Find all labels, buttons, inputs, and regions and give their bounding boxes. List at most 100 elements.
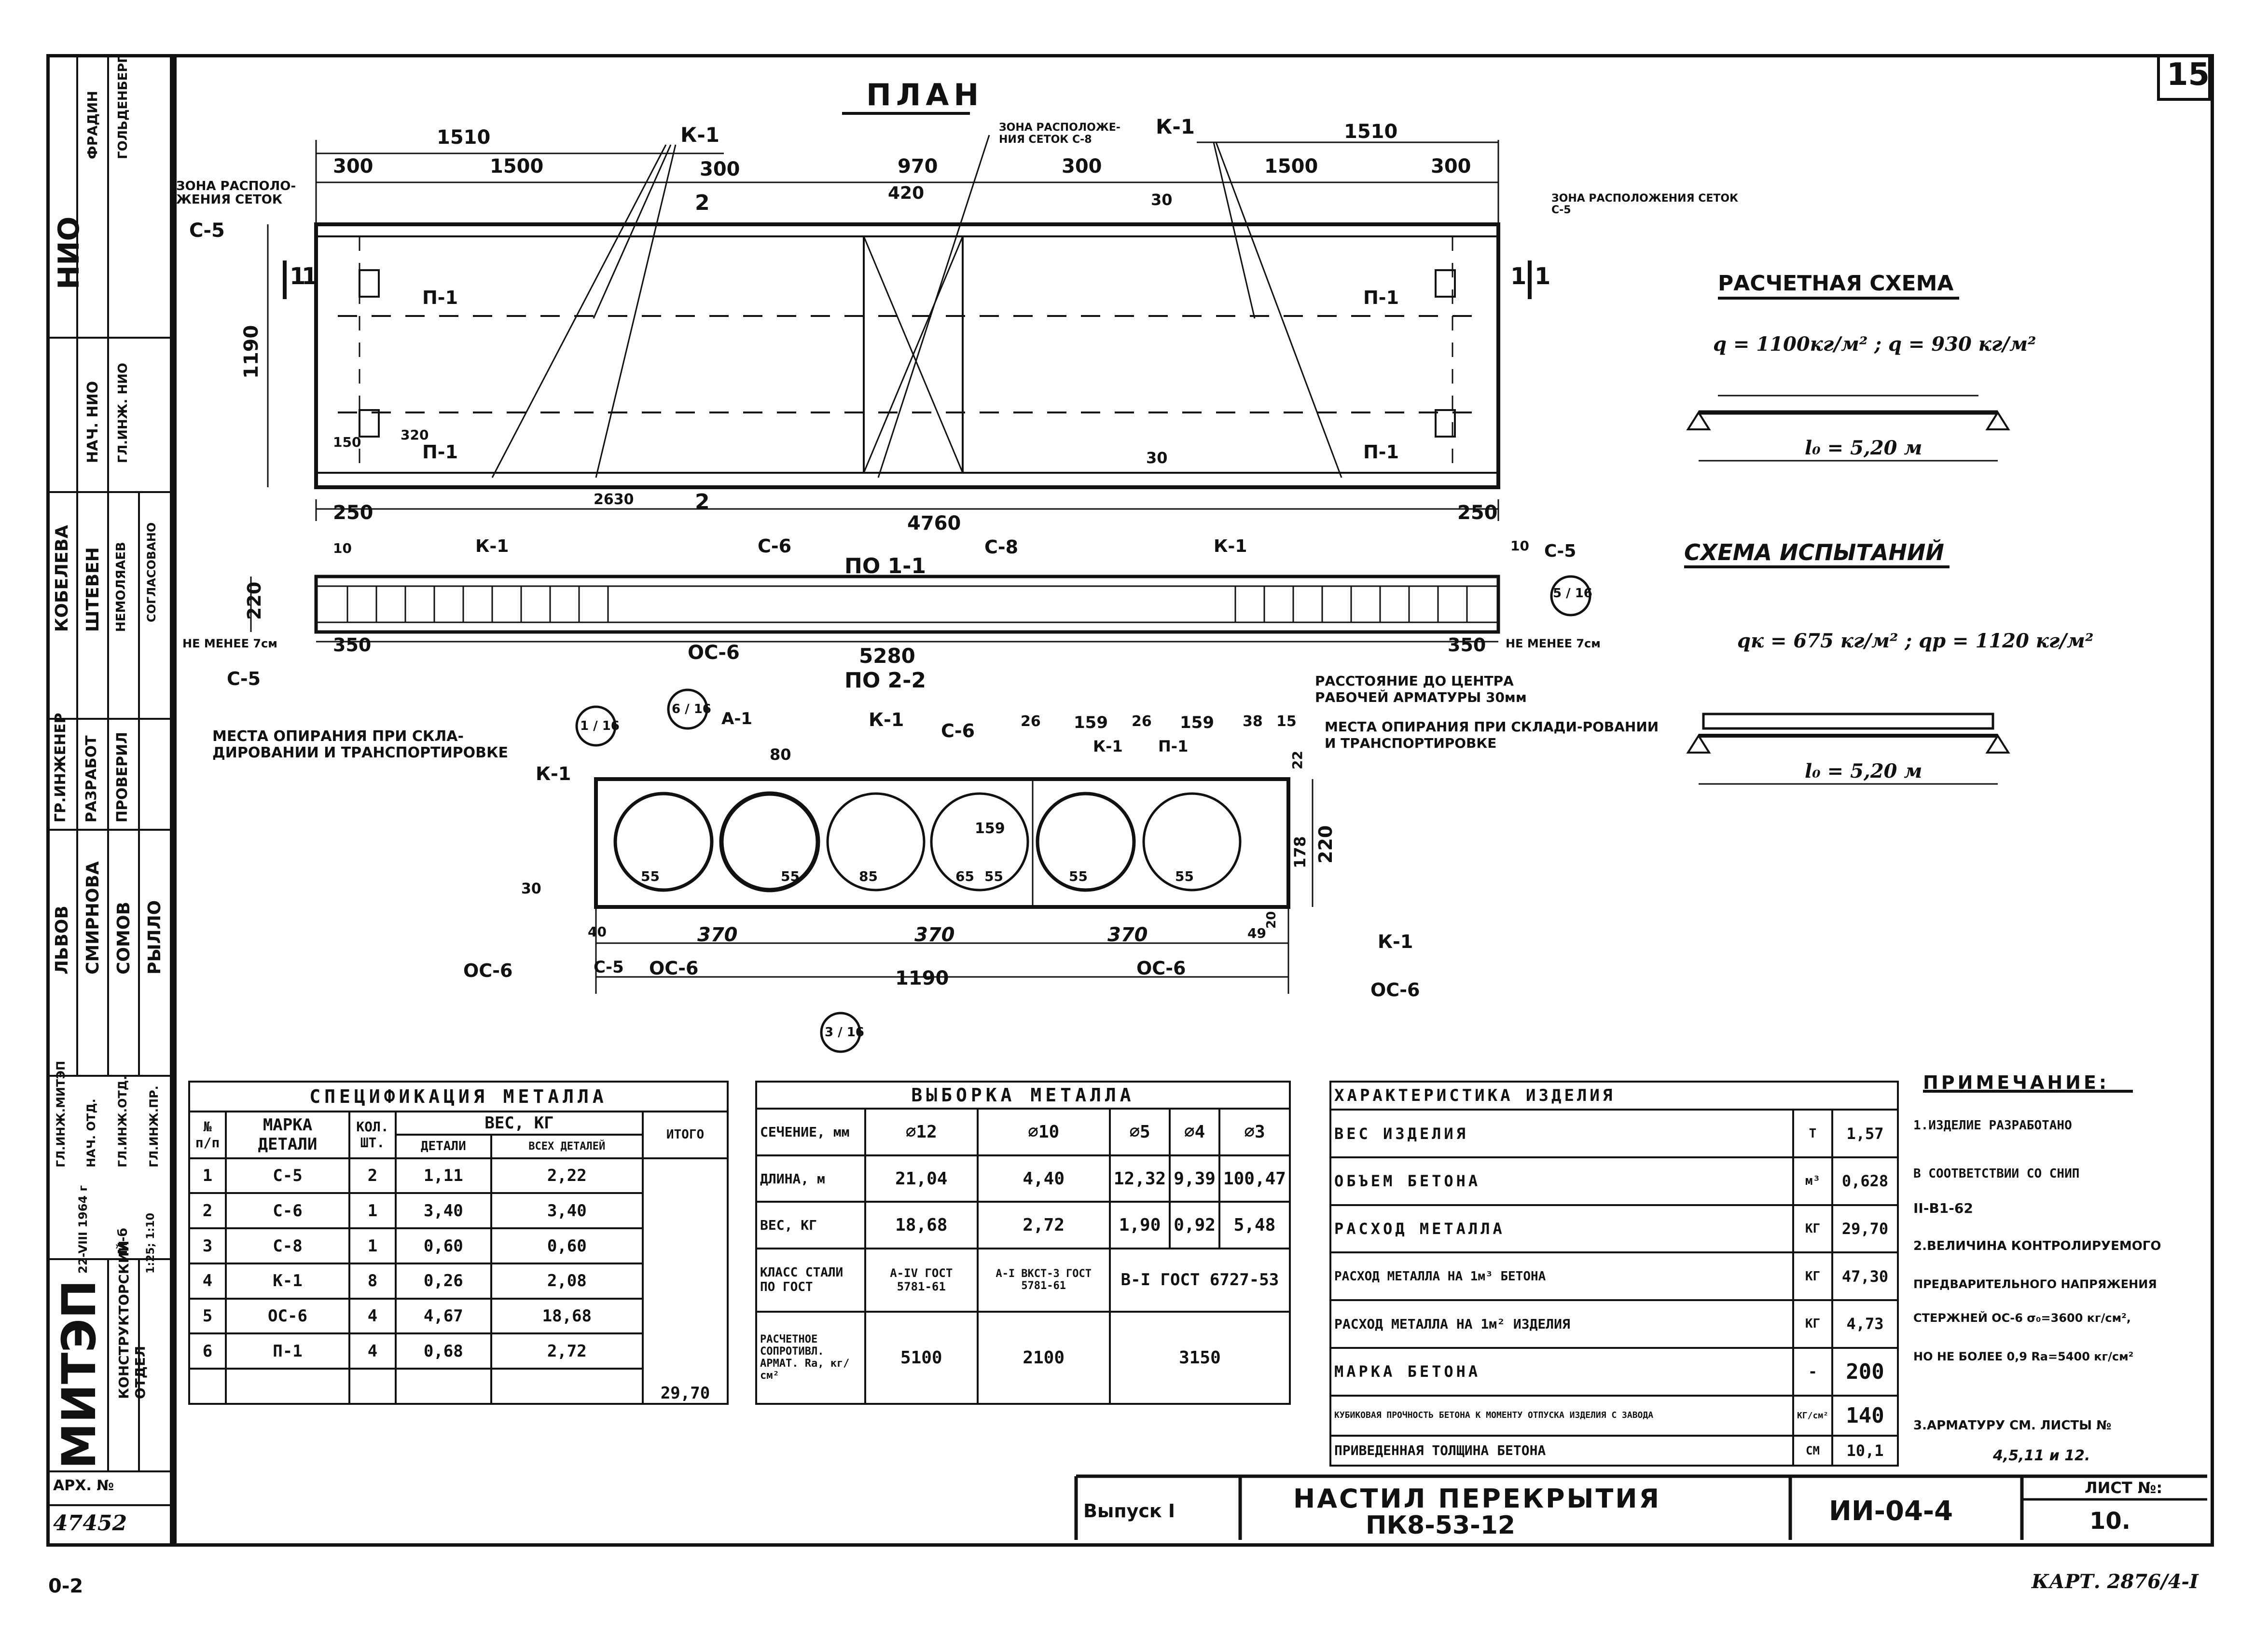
notes-line: 4,5,11 и 12. [1993, 1447, 2090, 1464]
s22-dim: 370 [914, 924, 955, 946]
cell: ⌀5 [1108, 1108, 1171, 1156]
plan-dim: 1510 [1344, 121, 1398, 143]
cell: 29,70 [1831, 1204, 1899, 1254]
cell: ОС-6 [225, 1297, 350, 1335]
cell: ПРИВЕДЕННАЯ ТОЛЩИНА БЕТОНА [1329, 1434, 1794, 1467]
s22-dim: 38 [1243, 713, 1263, 730]
s11-dim: 5280 [859, 644, 915, 668]
cell: - [1792, 1346, 1834, 1397]
s11-min-left: НЕ МЕНЕЕ 7см [182, 637, 277, 650]
plan-label-p1: П-1 [1363, 441, 1399, 463]
notes-line: 3.АРМАТУРУ СМ. ЛИСТЫ № [1913, 1418, 2112, 1433]
cell: МАРКА БЕТОНА [1329, 1346, 1794, 1397]
table-row: МАРКА БЕТОНА-200 [1329, 1346, 1899, 1397]
cell: 18,68 [864, 1201, 979, 1250]
sample-row-resist: РАСЧЕТНОЕ СОПРОТИВЛ. АРМАТ. Rа, кг/см² [755, 1310, 866, 1405]
s22-callout: 3 / 16 [825, 1025, 864, 1040]
s11-label: С-5 [1544, 541, 1577, 561]
cell: В-I ГОСТ 6727-53 [1108, 1248, 1291, 1313]
cell: 3,40 [490, 1192, 644, 1230]
s22-dim: 85 [859, 868, 878, 884]
cell: 0,60 [490, 1227, 644, 1264]
cell: КГ [1792, 1204, 1834, 1254]
table-row [188, 1368, 728, 1405]
cell [490, 1368, 644, 1405]
s11-dim: 350 [333, 634, 372, 656]
notes-line: СТЕРЖНЕЙ ОС-6 σ₀=3600 кг/см², [1913, 1311, 2131, 1325]
s22-label: С-6 [941, 720, 975, 741]
cell: 21,04 [864, 1154, 979, 1203]
cell: КГ [1792, 1299, 1834, 1349]
cell: 10,1 [1831, 1434, 1899, 1467]
s22-dim: 26 [1132, 713, 1152, 730]
cell: 2,22 [490, 1157, 644, 1194]
s22-dim: 49 [1247, 925, 1266, 941]
cell: 5,48 [1218, 1201, 1291, 1250]
plan-section-mark: 1 [1510, 263, 1527, 290]
sample-table-title: ВЫБОРКА МЕТАЛЛА [755, 1080, 1291, 1110]
sample-row-weight: ВЕС, КГ [755, 1201, 866, 1250]
spec-table-title: СПЕЦИФИКАЦИЯ МЕТАЛЛА [188, 1081, 729, 1112]
cell: ⌀12 [864, 1108, 979, 1156]
spec-head-mark: МАРКА ДЕТАЛИ [225, 1110, 350, 1159]
sheet-number-box [2157, 54, 2211, 101]
cell [225, 1368, 350, 1405]
notes-line: II-В1-62 [1913, 1200, 1973, 1216]
notes-line: ПРЕДВАРИТЕЛЬНОГО НАПРЯЖЕНИЯ [1913, 1277, 2157, 1291]
s22-dim: 55 [781, 868, 800, 884]
s22-dim: 55 [641, 868, 660, 884]
spec-head-all: ВСЕХ ДЕТАЛЕЙ [490, 1134, 644, 1159]
cell: 4 [348, 1332, 397, 1370]
cell: 2,72 [490, 1332, 644, 1370]
cell: 3 [188, 1227, 227, 1264]
s11-label: С-6 [758, 535, 792, 557]
plan-section-mark: 2 [695, 490, 710, 514]
cell: 200 [1831, 1346, 1899, 1397]
table-row: КУБИКОВАЯ ПРОЧНОСТЬ БЕТОНА К МОМЕНТУ ОТП… [1329, 1394, 1899, 1437]
cell: А-I ВКСТ-3 ГОСТ 5781-61 [976, 1248, 1111, 1313]
spec-total: 29,70 [660, 1384, 710, 1403]
plan-dim: 150 [333, 434, 361, 450]
cell: КГ/см² [1792, 1394, 1834, 1437]
cell [188, 1368, 227, 1405]
spec-head-weight: ВЕС, КГ [395, 1110, 644, 1136]
cell: 5100 [864, 1310, 979, 1405]
s11-dim: 10 [1510, 538, 1529, 554]
cell: Т [1792, 1109, 1834, 1158]
s22-dim: 15 [1276, 713, 1297, 730]
cell: 4,73 [1831, 1299, 1899, 1349]
cell: 1,57 [1831, 1109, 1899, 1158]
s11-label: К-1 [475, 536, 509, 556]
plan-dim: 1500 [490, 155, 544, 178]
test-scheme-title: СХЕМА ИСПЫТАНИЙ [1684, 539, 1944, 565]
spec-head-total: ИТОГО [642, 1110, 729, 1159]
s22-label: ОС-6 [1370, 979, 1420, 1001]
cell: ОБЪЕМ БЕТОНА [1329, 1156, 1794, 1206]
cell: С-6 [225, 1192, 350, 1230]
s22-label: ОС-6 [463, 960, 513, 981]
s22-dim: 26 [1021, 713, 1041, 730]
stamp-arch-label: АРХ. № [53, 1477, 114, 1494]
s22-label: П-1 [1158, 737, 1189, 755]
cell: 12,32 [1108, 1154, 1171, 1203]
sample-head-section: СЕЧЕНИЕ, мм [755, 1108, 866, 1156]
plan-dim: 1510 [437, 126, 491, 149]
s11-label: К-1 [1214, 536, 1247, 556]
bottom-stamp: КАРТ. 2876/4-I [2032, 1570, 2199, 1593]
char-table-title: ХАРАКТЕРИСТИКА ИЗДЕЛИЯ [1329, 1080, 1899, 1111]
s22-dim: 30 [521, 880, 541, 897]
cell: 3150 [1108, 1310, 1291, 1405]
plan-dim: 250 [1457, 502, 1498, 524]
cell: 140 [1831, 1394, 1899, 1437]
cell: 0,68 [395, 1332, 492, 1370]
plan-section-mark: 1 [302, 263, 318, 290]
s22-dim: 159 [1074, 713, 1108, 732]
cell: 0,26 [395, 1262, 492, 1300]
